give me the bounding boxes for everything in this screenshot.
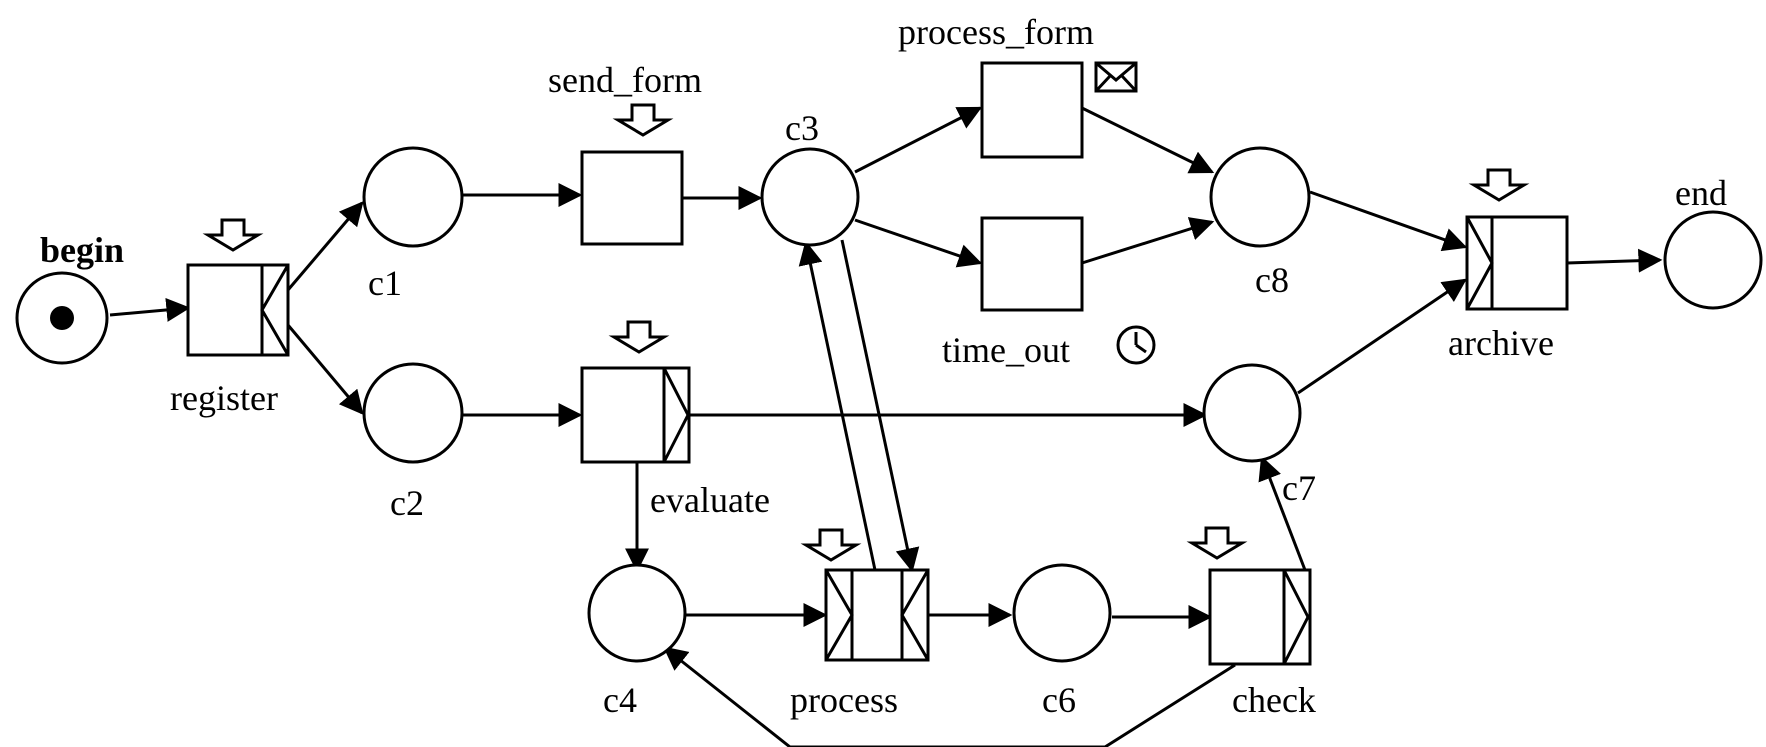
label-check: check — [1232, 680, 1316, 720]
triggers — [202, 61, 1530, 562]
transition-process — [824, 568, 930, 662]
down-arrow-icon — [202, 218, 264, 252]
label-c3: c3 — [785, 108, 819, 148]
labels: begin register c1 c2 send_form c3 proces… — [40, 12, 1727, 720]
arc-check-c7 — [1258, 455, 1307, 571]
envelope-icon — [1094, 61, 1138, 93]
label-c7: c7 — [1282, 468, 1316, 508]
transition-evaluate — [580, 366, 691, 464]
arc-c3-time-out — [854, 218, 983, 268]
label-time-out: time_out — [942, 330, 1070, 370]
label-begin: begin — [40, 230, 124, 270]
token — [50, 306, 74, 330]
place-c2 — [362, 362, 464, 464]
down-arrow-icon — [800, 528, 862, 562]
label-process-form: process_form — [898, 12, 1094, 52]
label-c6: c6 — [1042, 680, 1076, 720]
arc-begin-register — [109, 297, 191, 322]
down-arrow-icon — [612, 103, 674, 137]
down-arrow-icon — [1186, 526, 1248, 560]
down-arrow-icon — [1468, 168, 1530, 202]
place-end — [1663, 210, 1763, 310]
label-evaluate: evaluate — [650, 480, 770, 520]
place-c4 — [587, 563, 687, 663]
arcs — [109, 106, 1663, 747]
arc-process-form-c8 — [1081, 106, 1215, 174]
places — [15, 146, 1763, 663]
arc-c7-archive — [1297, 278, 1467, 395]
label-end: end — [1675, 173, 1727, 213]
transitions — [186, 61, 1569, 666]
place-c8 — [1209, 146, 1311, 248]
clock-icon — [1116, 325, 1156, 365]
transition-process-form — [980, 61, 1084, 159]
arc-c8-archive — [1309, 190, 1468, 252]
label-c1: c1 — [368, 263, 402, 303]
place-c6 — [1012, 563, 1112, 663]
transition-register — [186, 263, 290, 357]
transition-archive — [1465, 215, 1569, 311]
arc-time-out-c8 — [1081, 217, 1215, 265]
arc-c3-process-form — [854, 106, 983, 174]
label-register: register — [170, 378, 278, 418]
place-c1 — [362, 146, 464, 248]
down-arrow-icon — [608, 320, 670, 354]
label-process: process — [790, 680, 898, 720]
place-c7 — [1202, 363, 1302, 463]
transition-check — [1208, 568, 1312, 666]
label-send-form: send_form — [548, 60, 702, 100]
transition-send-form — [580, 150, 684, 246]
transition-time-out — [980, 216, 1084, 312]
arc-archive-end — [1566, 248, 1663, 273]
label-c2: c2 — [390, 483, 424, 523]
label-c8: c8 — [1255, 260, 1289, 300]
arc-check-c4 — [663, 646, 1236, 747]
arc-register-c1 — [286, 201, 364, 291]
arc-register-c2 — [286, 324, 364, 415]
arc-process-c3 — [798, 240, 877, 571]
label-archive: archive — [1448, 323, 1554, 363]
label-c4: c4 — [603, 680, 637, 720]
arc-c3-process — [840, 239, 920, 573]
place-c3 — [760, 147, 860, 247]
